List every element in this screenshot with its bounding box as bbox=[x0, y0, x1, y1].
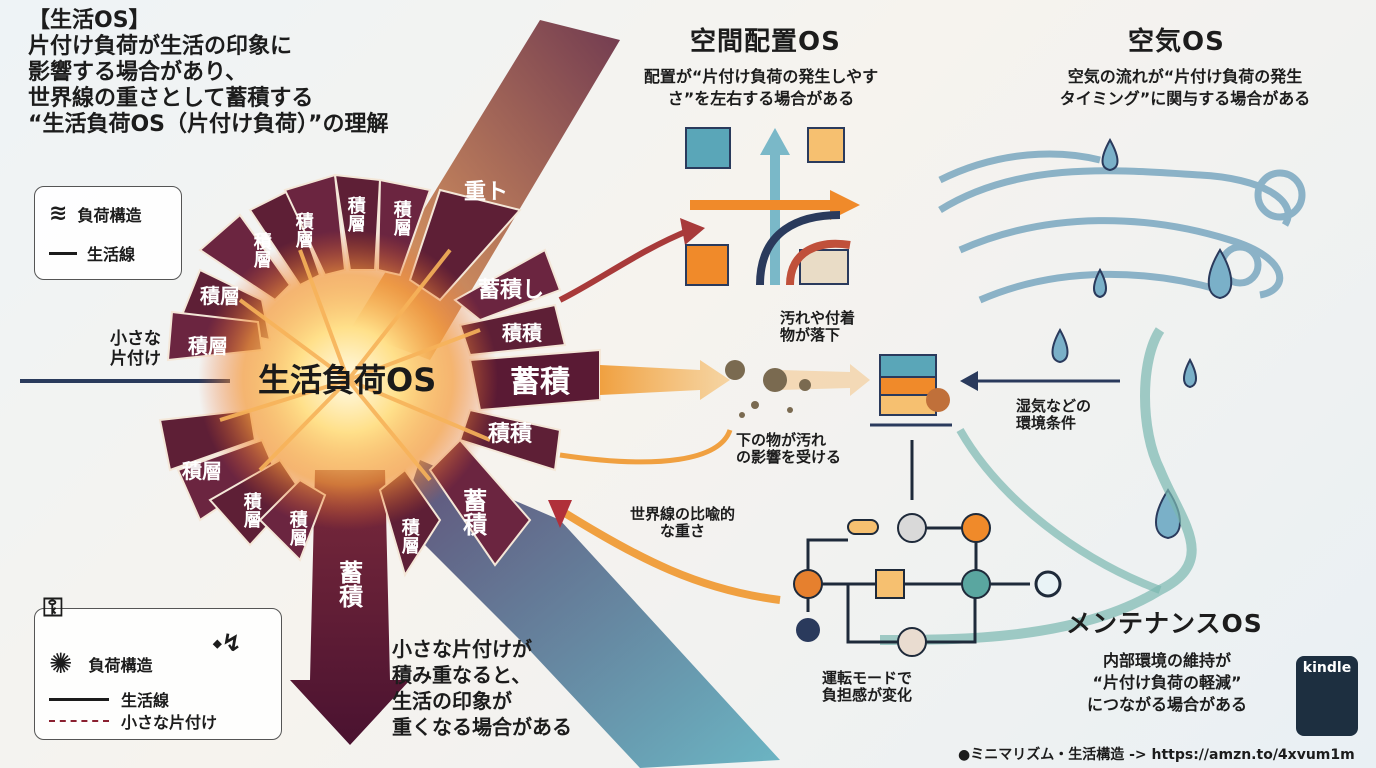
life-line-icon bbox=[49, 251, 77, 255]
dashed-arrow-icon bbox=[49, 720, 109, 722]
space-os-title: 空間配置OS bbox=[690, 27, 841, 57]
ring-segment: 積層 bbox=[344, 196, 366, 232]
arrow-to-space-os bbox=[558, 227, 692, 303]
air-os-title: 空気OS bbox=[1128, 27, 1225, 57]
key-icon: ⚿ bbox=[43, 593, 63, 623]
below-affected-label: 下の物が汚れ の影響を受ける bbox=[736, 431, 842, 467]
air-os-desc: 空気の流れが“片付け負荷の発生 タイミング”に関与する場合がある bbox=[1059, 67, 1311, 108]
dirt-label: 汚れや付着 物が落下 bbox=[780, 309, 856, 345]
title-line-2: 影響する場合があり、 bbox=[28, 60, 248, 85]
ring-segment: 蓄積 bbox=[458, 488, 487, 536]
ring-segment: 重ト bbox=[464, 180, 509, 205]
title-line-3: 世界線の重さとして蓄積する bbox=[28, 86, 314, 111]
hub-label: 生活負荷OS bbox=[258, 361, 437, 399]
air-swirls bbox=[938, 150, 1306, 304]
kindle-badge[interactable]: kindle bbox=[1296, 656, 1358, 736]
legend-bottom: ⚿ ✺ 負荷構造 生活線 小さな片付け ⬩↯ bbox=[34, 593, 282, 740]
ring-segment: 積層 bbox=[182, 459, 222, 483]
space-os-icon bbox=[685, 127, 860, 286]
humidity-label: 湿気などの 環境条件 bbox=[1016, 397, 1092, 433]
arrow-return-upper bbox=[559, 429, 733, 465]
legend-bottom-small-tidy: 小さな片付け bbox=[121, 713, 218, 732]
ring-segment: 積層 bbox=[286, 510, 308, 546]
space-os-desc: 配置が“片付け負荷の発生しやす さ”を左右する場合がある bbox=[643, 67, 879, 108]
kindle-label: kindle bbox=[1302, 660, 1352, 676]
legend-top-life-line: 生活線 bbox=[87, 245, 136, 264]
ring-segment: 積層 bbox=[292, 212, 314, 248]
ring-segment: 蓄積 bbox=[510, 365, 570, 400]
process-nodes bbox=[793, 513, 1062, 657]
ring-segment: 蓄積 bbox=[334, 560, 363, 608]
water-drops bbox=[1051, 137, 1233, 540]
maintenance-os-desc: 内部環境の維持が “片付け負荷の軽減” につながる場合がある bbox=[1086, 651, 1247, 714]
footer-link[interactable]: ●ミニマリズム・生活構造 -> https://amzn.to/4xvum1m bbox=[958, 747, 1355, 763]
layers-icon: ≋ bbox=[49, 201, 68, 226]
ring-segment: 積層 bbox=[250, 232, 272, 268]
arrow-world-weight bbox=[557, 506, 781, 604]
ring-segment: 積層 bbox=[188, 334, 228, 358]
burst-icon: ✺ bbox=[49, 647, 73, 680]
title-heading: 【生活OS】 bbox=[28, 8, 151, 33]
legend-bottom-load-structure: 負荷構造 bbox=[88, 655, 153, 675]
ring-segment: 積積 bbox=[488, 422, 533, 447]
ring-segment: 積層 bbox=[240, 492, 262, 528]
maintenance-flow bbox=[879, 327, 1197, 645]
world-weight-label: 世界線の比喩的 な重さ bbox=[630, 505, 736, 541]
bottom-note: 小さな片付けが 積み重なると、 生活の印象が 重くなる場合がある bbox=[392, 637, 572, 739]
ring-segment: 蓄積し bbox=[478, 278, 545, 303]
ring-segment: 積層 bbox=[390, 200, 412, 236]
process-flow bbox=[806, 440, 1030, 644]
appliance-icon bbox=[870, 354, 952, 427]
life-line-icon bbox=[49, 697, 109, 701]
shapes-icon: ⬩↯ bbox=[213, 629, 242, 657]
page-title: 【生活OS】 片付け負荷が生活の印象に 影響する場合があり、 世界線の重さとして… bbox=[28, 8, 388, 138]
legend-bottom-life-line: 生活線 bbox=[121, 691, 170, 710]
stream-down bbox=[290, 470, 410, 745]
title-line-1: 片付け負荷が生活の印象に bbox=[28, 34, 293, 59]
ring-segment: 積層 bbox=[398, 518, 420, 554]
ring-segment: 積層 bbox=[200, 284, 240, 308]
radial-arrows bbox=[219, 248, 491, 482]
legend-top: ≋ 負荷構造 生活線 bbox=[34, 186, 182, 280]
hub-input-label: 小さな 片付け bbox=[110, 329, 161, 369]
ring-segment: 積積 bbox=[502, 321, 542, 345]
mode-change-label: 運転モードで 負担感が変化 bbox=[822, 669, 913, 705]
dirt-particles bbox=[725, 360, 811, 418]
title-line-4: “生活負荷OS（片付け負荷）”の理解 bbox=[28, 112, 389, 137]
legend-top-load-structure: 負荷構造 bbox=[77, 205, 142, 225]
maintenance-os-title: メンテナンスOS bbox=[1066, 609, 1263, 638]
